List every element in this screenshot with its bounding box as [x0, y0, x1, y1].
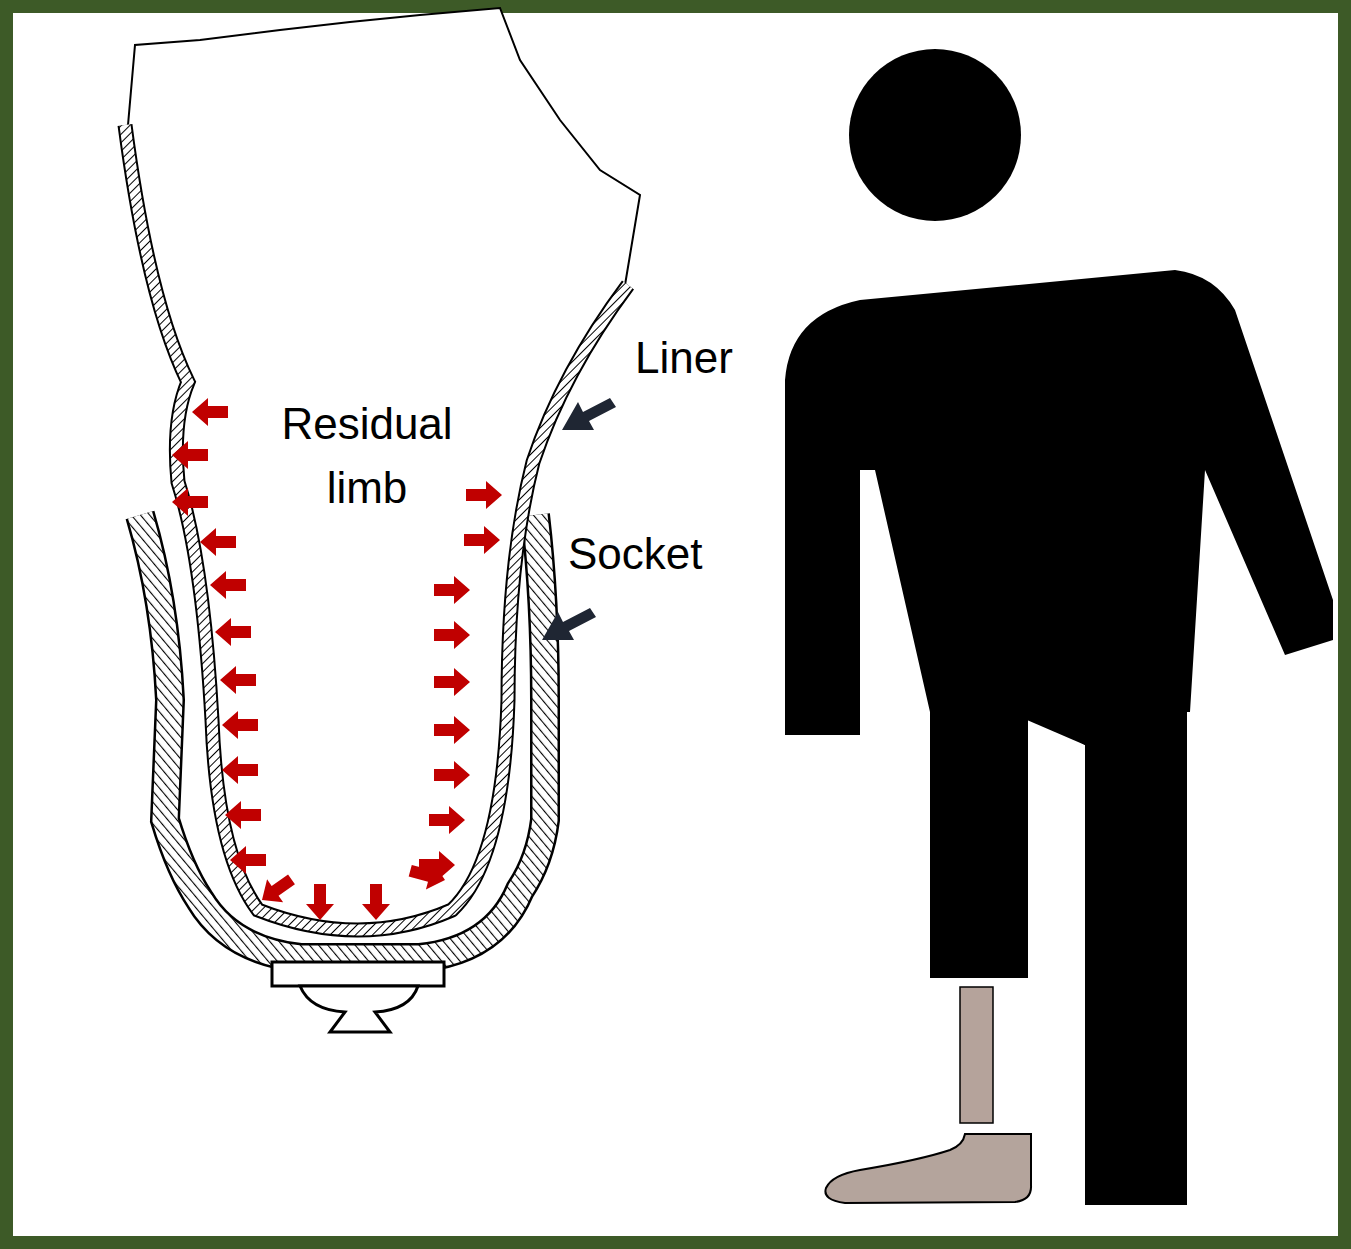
liner — [125, 125, 628, 930]
pressure-arrow — [172, 441, 208, 469]
person-body — [785, 270, 1333, 745]
person-stump — [930, 705, 1028, 978]
liner-pointer — [562, 398, 616, 430]
base-plate — [272, 962, 444, 986]
pressure-arrow — [429, 806, 465, 834]
part-label: Socket — [568, 522, 703, 586]
person-crotch — [1027, 712, 1085, 745]
person-head — [849, 49, 1021, 221]
pressure-arrow — [434, 576, 470, 604]
pressure-arrow — [225, 801, 261, 829]
pressure-arrow — [220, 666, 256, 694]
pressure-arrow — [222, 756, 258, 784]
pyramid-adapter — [300, 986, 418, 1032]
pressure-arrow — [215, 618, 251, 646]
socket-pointer — [542, 608, 596, 640]
pressure-arrow — [192, 398, 228, 426]
pressure-arrow — [434, 716, 470, 744]
pressure-arrow — [222, 711, 258, 739]
pressure-arrow — [434, 621, 470, 649]
pressure-arrow — [362, 884, 390, 920]
pressure-arrow — [407, 857, 449, 893]
pressure-arrow — [434, 761, 470, 789]
frame — [7, 7, 1345, 1243]
part-label: Liner — [635, 326, 733, 390]
liner-hatch — [125, 125, 628, 930]
pressure-arrow — [200, 528, 236, 556]
pressure-arrow — [466, 481, 502, 509]
pressure-arrow — [172, 488, 208, 516]
pressure-arrow — [254, 868, 300, 912]
pressure-arrow — [306, 884, 334, 920]
prosthetic-pylon — [960, 987, 993, 1123]
residual-limb — [128, 8, 640, 925]
part-label: Residual limb — [262, 392, 472, 520]
pressure-arrow — [464, 526, 500, 554]
pressure-arrow — [434, 668, 470, 696]
pressure-arrow — [230, 846, 266, 874]
prosthetic-foot — [825, 1134, 1031, 1203]
person-leg — [1085, 705, 1187, 1205]
pressure-arrow — [210, 571, 246, 599]
